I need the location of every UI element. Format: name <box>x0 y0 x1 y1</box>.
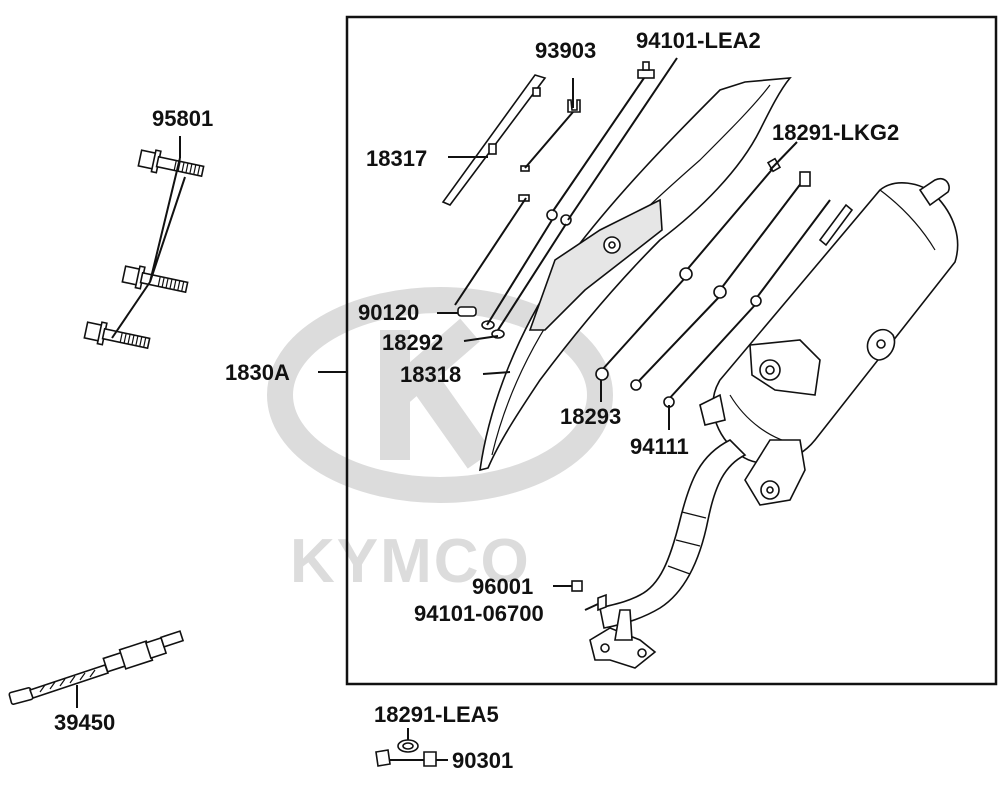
heat-shield-18318[interactable] <box>479 77 792 472</box>
label-18317: 18317 <box>366 146 427 171</box>
clamp-strap-18317[interactable] <box>441 74 547 206</box>
muffler-canister <box>712 182 959 465</box>
bolt-95801-group[interactable] <box>83 136 205 354</box>
muffler-mount-bracket <box>749 339 821 396</box>
heat-shield-bracket <box>528 198 663 331</box>
label-93903: 93903 <box>535 38 596 63</box>
label-94101-lea2: 94101-LEA2 <box>636 28 761 53</box>
clip-18291-lkg2[interactable] <box>595 157 811 408</box>
watermark-brand-text: KYMCO <box>290 527 531 596</box>
nut-90301[interactable] <box>375 749 448 767</box>
watermark-logo-k <box>380 318 493 469</box>
label-18292: 18292 <box>382 330 443 355</box>
label-94111: 94111 <box>630 434 689 459</box>
muffler-body[interactable] <box>699 177 959 506</box>
assembly-lines <box>454 57 831 401</box>
label-94101-06700: 94101-06700 <box>414 601 544 626</box>
label-18291-lea5: 18291-LEA5 <box>374 702 499 727</box>
label-95801: 95801 <box>152 106 213 131</box>
label-90120: 90120 <box>358 300 419 325</box>
washer-18292[interactable] <box>481 320 505 339</box>
label-18293: 18293 <box>560 404 621 429</box>
oxygen-sensor-39450[interactable] <box>8 630 185 708</box>
pin-94101-lea2[interactable] <box>637 61 655 79</box>
exhaust-pipe-tube <box>599 439 747 629</box>
bolt-96001[interactable] <box>553 580 583 592</box>
label-18318: 18318 <box>400 362 461 387</box>
washer-94101-06700[interactable] <box>584 593 607 612</box>
muffler-tail-pipe <box>918 177 950 207</box>
label-18291-lkg2: 18291-LKG2 <box>772 120 899 145</box>
label-90301: 90301 <box>452 748 513 773</box>
leader-line <box>111 136 186 339</box>
exhaust-flange <box>589 627 657 669</box>
pin-90120[interactable] <box>457 306 477 317</box>
label-96001: 96001 <box>472 574 533 599</box>
label-39450: 39450 <box>54 710 115 735</box>
gasket-18291-lea5[interactable] <box>397 728 419 753</box>
label-1830a: 1830A <box>225 360 290 385</box>
bolt-icon <box>121 265 189 294</box>
bolt-icon <box>137 149 205 178</box>
exhaust-pipe[interactable] <box>589 439 747 669</box>
muffler-lower-bracket <box>744 439 806 506</box>
screw-93903[interactable] <box>567 78 581 113</box>
label-leaders <box>318 141 798 430</box>
assembly-frame <box>345 15 998 686</box>
bolt-icon <box>83 321 151 350</box>
